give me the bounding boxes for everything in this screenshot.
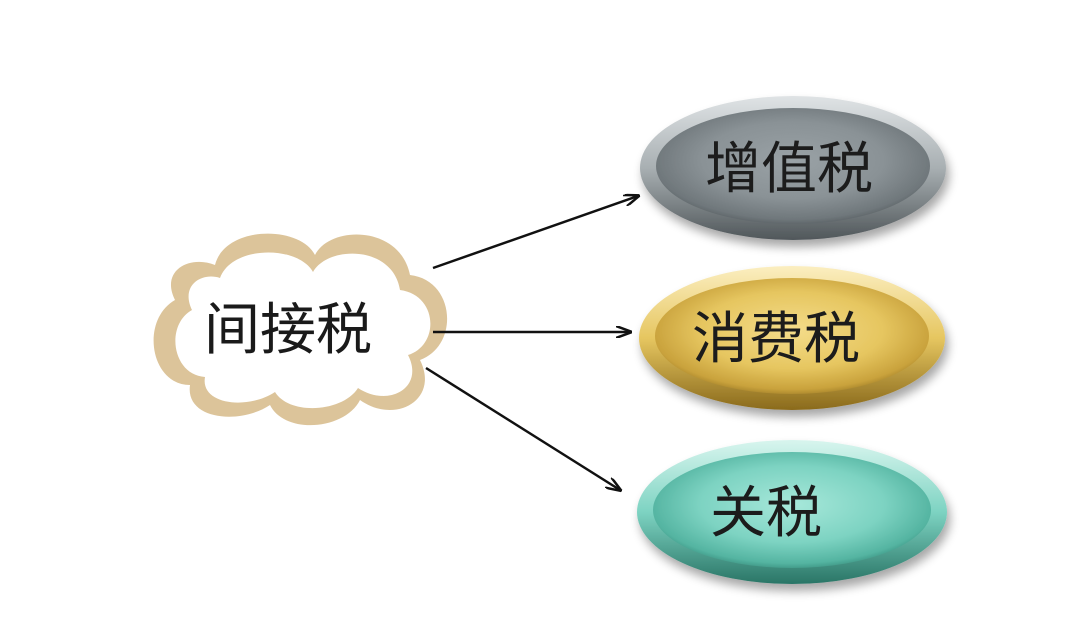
root-cloud: 间接税 [153,233,448,426]
node-consumption-tax-label: 消费税 [692,307,860,372]
node-vat-label: 增值税 [705,137,873,202]
arrow-to-vat [432,196,638,270]
node-customs-duty-label: 关税 [710,481,822,546]
node-vat-face [656,108,930,224]
node-customs-duty-face [653,452,931,568]
node-consumption-tax: 消费税 [639,266,945,410]
node-customs-duty: 关税 [637,440,947,584]
node-consumption-tax-face [655,278,929,394]
cloud-inner [175,252,431,409]
root-label: 间接税 [204,298,372,363]
node-vat: 增值税 [640,96,946,240]
arrow-to-customs-duty [425,366,620,490]
